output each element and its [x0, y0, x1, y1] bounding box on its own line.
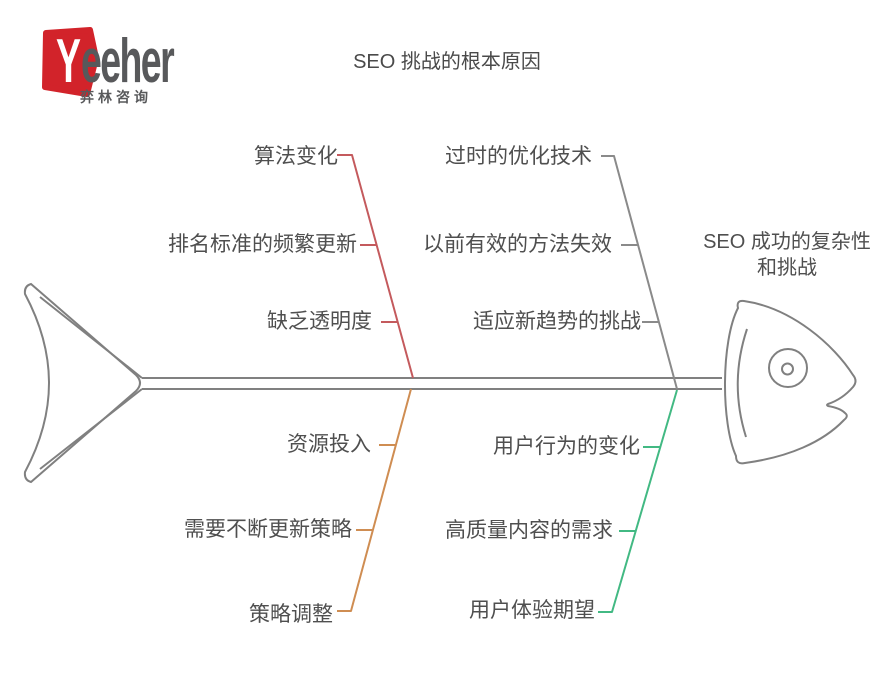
- cause-label: 过时的优化技术: [445, 145, 592, 168]
- effect-label-line2: 和挑战: [757, 257, 817, 279]
- branch-top-left-line: [337, 154, 414, 379]
- cause-label: 缺乏透明度: [267, 310, 372, 333]
- effect-label-line1: SEO 成功的复杂性: [703, 231, 871, 253]
- cause-label: 需要不断更新策略: [184, 518, 352, 541]
- logo-mark-svg: [42, 27, 99, 97]
- cause-label: 以前有效的方法失效: [423, 233, 612, 256]
- cause-label: 算法变化: [254, 145, 338, 168]
- branch-top-right-line: [601, 155, 678, 390]
- logo-brand-rest: eeher: [80, 27, 175, 97]
- logo-brand-initial: Y: [56, 27, 81, 97]
- cause-label: 资源投入: [287, 433, 371, 456]
- cause-label: 高质量内容的需求: [445, 519, 613, 542]
- fish-eye-pupil: [781, 362, 794, 376]
- cause-label: 策略调整: [249, 603, 333, 626]
- yeeher-logo: Yeeher 弈林咨询: [0, 0, 220, 120]
- branch-bottom-left-line: [337, 388, 412, 612]
- logo-subtitle: 弈林咨询: [80, 89, 152, 105]
- cause-label: 用户体验期望: [469, 599, 595, 622]
- page-title: SEO 挑战的根本原因: [353, 51, 541, 73]
- fish-tail-icon: [23, 282, 141, 484]
- logo-play-icon: [42, 27, 99, 97]
- fish-eye-icon: [768, 348, 808, 388]
- branch-bottom-right-line: [598, 389, 678, 613]
- cause-label: 排名标准的频繁更新: [168, 233, 357, 256]
- cause-label: 适应新趋势的挑战: [473, 310, 641, 333]
- fish-gill-line: [736, 328, 748, 438]
- effect-label: SEO 成功的复杂性 和挑战: [677, 229, 896, 281]
- cause-label: 用户行为的变化: [493, 435, 640, 458]
- logo-brand: Yeeher: [56, 27, 175, 97]
- fish-spine: [142, 377, 722, 390]
- fish-head-icon: [724, 299, 857, 465]
- fish-tail-inner-lines: [39, 296, 143, 470]
